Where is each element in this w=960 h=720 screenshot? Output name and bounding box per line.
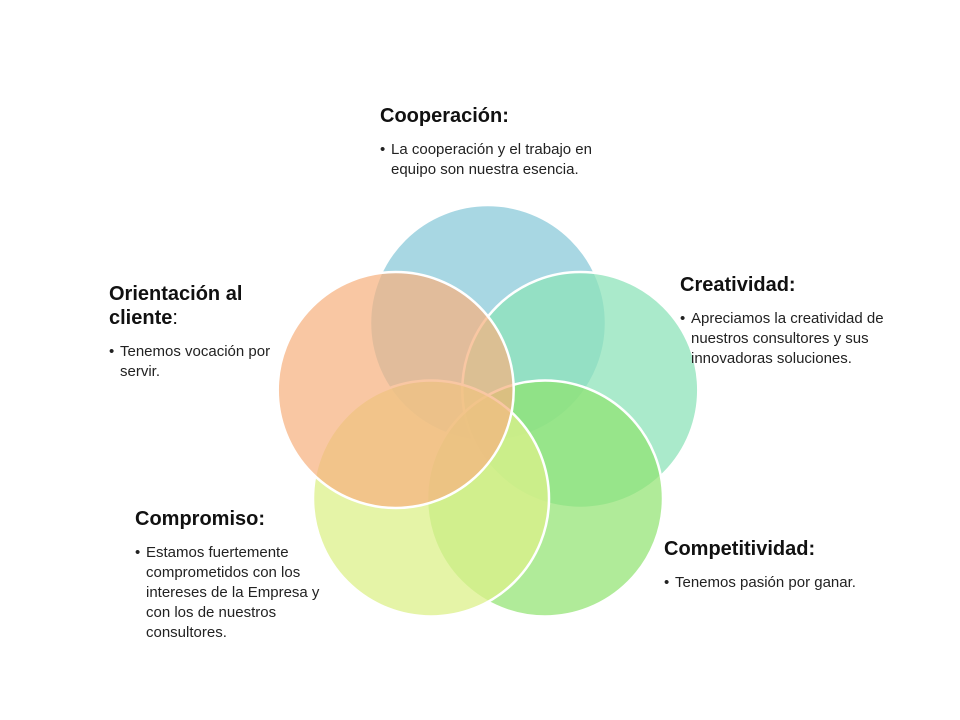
value-bullets-competitividad: Tenemos pasión por ganar.: [664, 573, 884, 593]
value-text-compromiso: Estamos fuertemente comprometidos con lo…: [135, 543, 340, 643]
value-title-competitividad: Competitividad:: [664, 538, 816, 560]
value-bullets-compromiso: Estamos fuertemente comprometidos con lo…: [135, 543, 340, 643]
value-title-orientacion-text: Orientación al cliente: [109, 283, 243, 329]
value-compromiso: Compromiso: Estamos fuertemente comprome…: [135, 507, 340, 643]
value-title-cooperacion: Cooperación:: [380, 105, 509, 127]
value-text-orientacion: Tenemos vocación por servir.: [109, 342, 309, 382]
value-title-creatividad: Creatividad:: [680, 274, 796, 296]
value-title-orientacion: Orientación al cliente:: [109, 282, 309, 330]
value-bullets-cooperacion: La cooperación y el trabajo en equipo so…: [380, 140, 620, 180]
value-text-cooperacion: La cooperación y el trabajo en equipo so…: [380, 140, 620, 180]
value-text-creatividad: Apreciamos la creatividad de nuestros co…: [680, 309, 900, 369]
value-creatividad: Creatividad: Apreciamos la creatividad d…: [680, 273, 900, 369]
circle-orientacion: [276, 270, 515, 510]
value-title-compromiso: Compromiso:: [135, 508, 265, 530]
value-cooperacion: Cooperación: La cooperación y el trabajo…: [380, 104, 620, 180]
value-bullets-orientacion: Tenemos vocación por servir.: [109, 342, 309, 382]
value-text-competitividad: Tenemos pasión por ganar.: [664, 573, 884, 593]
value-competitividad: Competitividad: Tenemos pasión por ganar…: [664, 537, 884, 593]
value-bullets-creatividad: Apreciamos la creatividad de nuestros co…: [680, 309, 900, 369]
value-title-orientacion-colon: :: [172, 307, 178, 329]
value-orientacion: Orientación al cliente: Tenemos vocación…: [109, 282, 309, 382]
